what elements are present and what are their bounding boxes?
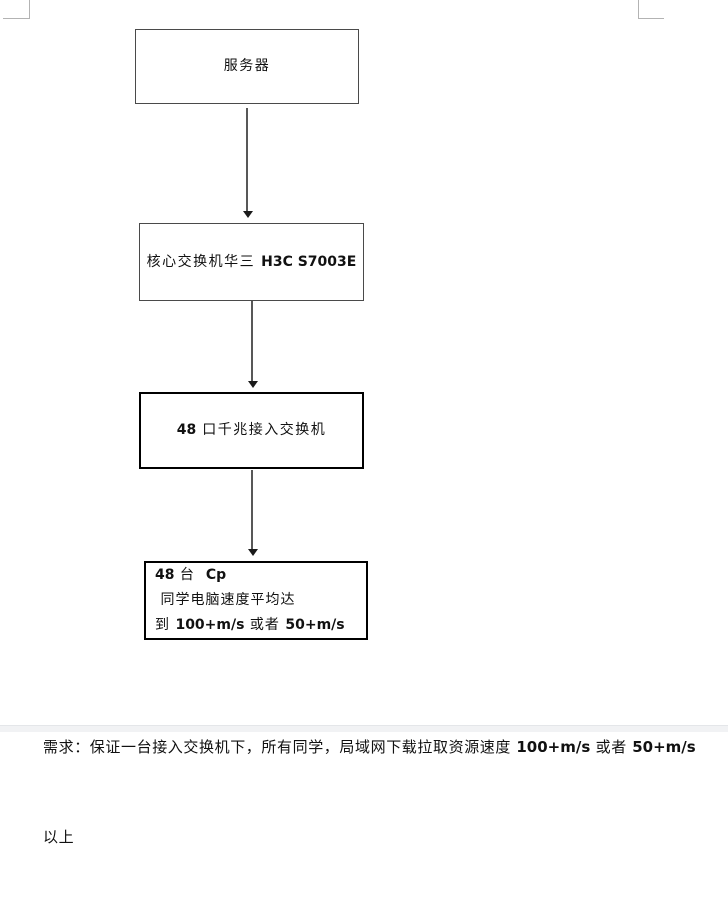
connector-server-to-core[interactable] [246, 108, 248, 211]
flow-node-server[interactable]: 服务器 [135, 29, 359, 104]
window-bottom-edge [0, 725, 728, 732]
access-switch-port-count: 48 [176, 422, 197, 438]
text-boundary-mark-top-left [3, 18, 30, 19]
text-boundary-mark-top-left [29, 0, 30, 18]
flow-node-access-switch-label: 48 口千兆接入交换机 [177, 418, 326, 443]
text-boundary-mark-top-right [638, 0, 639, 18]
core-switch-label-cn: 核心交换机华三 [146, 253, 262, 270]
flow-node-server-label: 服务器 [223, 58, 271, 74]
text-boundary-mark-top-right [638, 18, 664, 19]
requirements-note-line1: 需求：保证一台接入交换机下，所有同学，局域网下载拉取资源速度 100+m/s 或… [43, 738, 696, 756]
flow-node-core-switch-label: 核心交换机华三 H3C S7003E [147, 250, 357, 275]
requirements-note-line2: 以上 [43, 828, 75, 846]
core-switch-label-model: H3C S7003E [261, 253, 357, 270]
flow-node-client-pcs[interactable]: 48 台 Cp 同学电脑速度平均达 到 100+m/s 或者 50+m/s [144, 561, 368, 640]
arrow-down-icon [243, 211, 253, 218]
flow-node-access-switch[interactable]: 48 口千兆接入交换机 [139, 392, 364, 469]
access-switch-label-cn: 口千兆接入交换机 [196, 422, 327, 438]
client-pcs-label-line1: 48 台 Cp 同学电脑速度平均达 [155, 567, 296, 608]
connector-access-to-clients[interactable] [251, 470, 253, 549]
arrow-down-icon [248, 549, 258, 556]
connector-core-to-access[interactable] [251, 301, 253, 381]
document-page[interactable]: 服务器 核心交换机华三 H3C S7003E 48 口千兆接入交换机 48 台 … [0, 0, 728, 846]
client-pcs-label-line2: 到 100+m/s 或者 50+m/s [155, 617, 345, 633]
requirements-note: 需求：保证一台接入交换机下，所有同学，局域网下载拉取资源速度 100+m/s 或… [43, 672, 696, 912]
arrow-down-icon [248, 381, 258, 388]
flow-node-core-switch[interactable]: 核心交换机华三 H3C S7003E [139, 223, 364, 301]
